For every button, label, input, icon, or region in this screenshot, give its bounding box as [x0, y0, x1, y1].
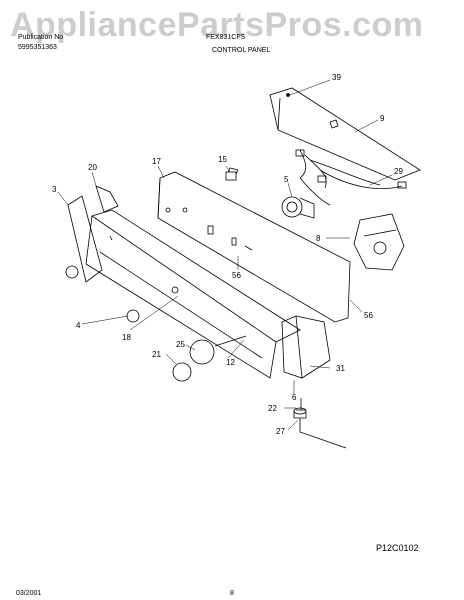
- section-title: CONTROL PANEL: [212, 47, 271, 54]
- callout-6: 6: [292, 393, 297, 402]
- callout-56-a: 56: [232, 271, 241, 280]
- part-cover-sheet: [269, 87, 421, 181]
- footer-date: 03/2001: [16, 590, 42, 597]
- leader-lines: [57, 79, 393, 431]
- part-timer: [353, 213, 405, 271]
- part-control-panel-body: [157, 171, 351, 323]
- callout-3: 3: [52, 185, 57, 194]
- callout-22: 22: [268, 404, 277, 413]
- part-front-console: [85, 209, 301, 379]
- callout-27: 27: [276, 427, 285, 436]
- callout-15: 15: [218, 155, 227, 164]
- part-left-end-cap: [67, 185, 119, 283]
- watermark-logo-text: AppliancePartsPros.com: [10, 6, 424, 44]
- figure-code: P12C0102: [376, 543, 419, 553]
- part-clip: [225, 167, 239, 181]
- callout-8: 8: [316, 234, 321, 243]
- callout-12: 12: [226, 358, 235, 367]
- callout-39: 39: [332, 73, 341, 82]
- callout-4: 4: [76, 321, 81, 330]
- publication-label: Publication No: [18, 34, 64, 41]
- callout-29: 29: [394, 167, 403, 176]
- callout-31: 31: [336, 364, 345, 373]
- callout-5: 5: [284, 175, 289, 184]
- callout-18: 18: [122, 333, 131, 342]
- part-right-end-cap: [281, 315, 331, 379]
- callout-17: 17: [152, 157, 161, 166]
- part-wire-harness: [295, 149, 407, 206]
- part-screw-pad: [293, 398, 347, 449]
- part-switch: [281, 196, 315, 219]
- model-number: FEX831CFS: [206, 34, 246, 41]
- callout-9: 9: [380, 114, 385, 123]
- callout-56-b: 56: [364, 311, 373, 320]
- callout-20: 20: [88, 163, 97, 172]
- part-knobs: [65, 265, 247, 382]
- footer-page-number: 8: [230, 590, 234, 597]
- callout-21: 21: [152, 350, 161, 359]
- publication-number: 5995351363: [18, 44, 57, 51]
- callout-25: 25: [176, 340, 185, 349]
